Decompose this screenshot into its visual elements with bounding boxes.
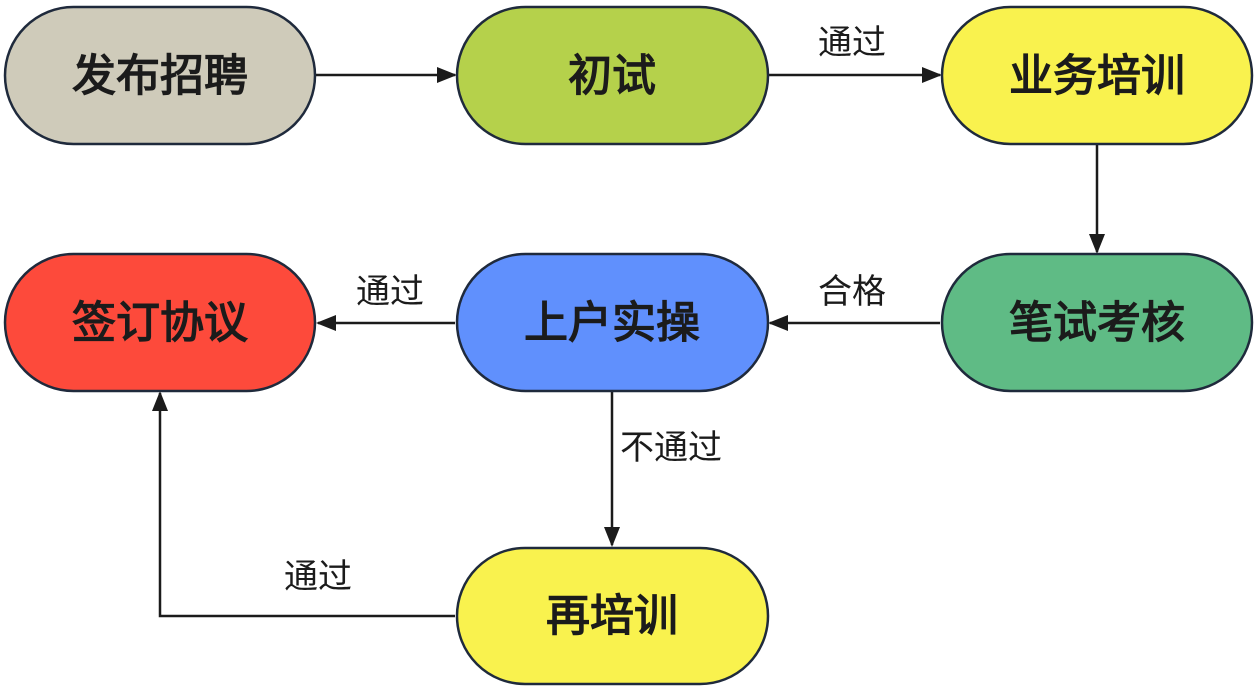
edge-label-practical-to-sign: 通过 <box>356 272 424 312</box>
edge-label-practical-to-retrain: 不通过 <box>620 428 722 468</box>
node-practical-label: 上户实操 <box>524 298 700 349</box>
edge-retraining-to-sign: 通过 <box>152 391 455 618</box>
node-practical-shape <box>455 252 770 393</box>
node-publish-recruitment: 发布招聘 <box>3 5 317 146</box>
edge-practical-to-retraining: 不通过 <box>604 392 722 547</box>
edge-practical-to-sign: 通过 <box>316 272 455 331</box>
edge-exam-to-practical: 合格 <box>768 272 940 331</box>
node-retraining-label: 再培训 <box>546 591 678 642</box>
node-business-training-shape <box>940 5 1254 146</box>
node-written-exam-shape <box>940 252 1254 393</box>
node-sign-agreement: 签订协议 <box>3 252 317 393</box>
node-practical-operation: 上户实操 <box>455 252 770 393</box>
edge-label-retrain-to-sign: 通过 <box>284 557 352 597</box>
node-written-exam: 笔试考核 <box>940 252 1254 393</box>
node-publish-shape <box>3 5 317 146</box>
node-written-exam-label: 笔试考核 <box>1009 298 1185 349</box>
node-sign-agreement-label: 签订协议 <box>72 298 249 349</box>
edge-label-exam-to-practical: 合格 <box>818 272 886 312</box>
node-retraining: 再培训 <box>455 546 770 686</box>
node-business-training-label: 业务培训 <box>1009 51 1185 102</box>
node-first-interview: 初试 <box>455 5 770 146</box>
edge-first-interview-to-training: 通过 <box>768 23 942 83</box>
node-first-interview-shape <box>455 5 770 146</box>
node-retraining-shape <box>455 546 770 686</box>
node-publish-label: 发布招聘 <box>72 51 248 102</box>
edge-label-first-to-training: 通过 <box>818 23 886 63</box>
node-first-interview-label: 初试 <box>568 51 656 102</box>
node-business-training: 业务培训 <box>940 5 1254 146</box>
node-sign-agreement-shape <box>3 252 317 393</box>
